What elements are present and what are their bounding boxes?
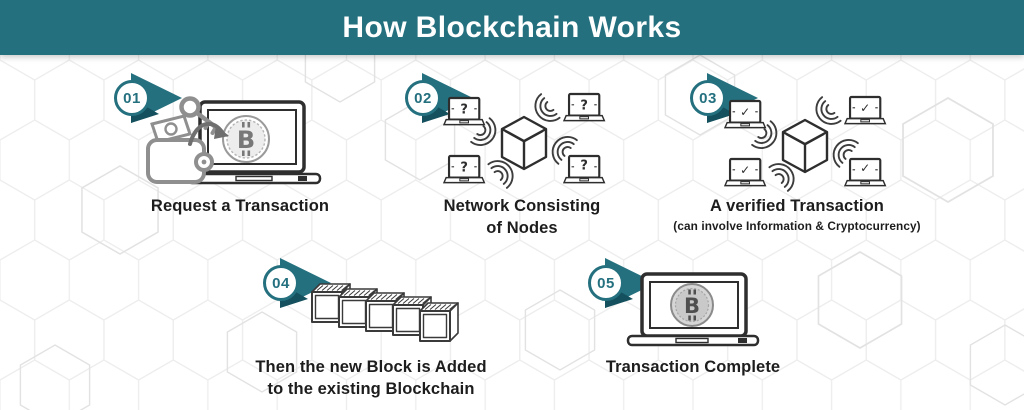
wallet-icon — [146, 138, 214, 184]
step-2-badge: 02 — [403, 72, 475, 124]
step-5-number: 05 — [588, 265, 624, 301]
step-5-caption: Transaction Complete — [605, 358, 781, 376]
step-1-badge: 01 — [112, 72, 184, 124]
bitcoin-symbol: B — [684, 294, 700, 318]
verified-network-icon: ✓ ✓ ✓ ✓ — [723, 95, 887, 192]
block-cube-icon — [419, 302, 459, 342]
wallet-key-to-laptop-bitcoin-icon: B — [146, 96, 322, 185]
bitcoin-coin-icon: B — [222, 115, 270, 163]
node-symbol: ? — [580, 158, 588, 173]
step-1-number: 01 — [114, 80, 150, 116]
step-4-badge: 04 — [261, 257, 333, 309]
node-symbol: ? — [460, 102, 468, 117]
blockchain-cubes-row-icon — [311, 283, 459, 342]
check-symbol: ✓ — [740, 163, 750, 177]
node-symbol: ? — [460, 160, 468, 175]
step-2-caption: Network Consisting of Nodes — [443, 197, 601, 237]
step-3-badge: 03 — [688, 72, 760, 124]
network-of-nodes-icon: ? ? ? ? — [442, 92, 606, 189]
bitcoin-coin-icon: B — [670, 283, 714, 327]
bitcoin-symbol: B — [237, 126, 255, 154]
step-3-subcaption: (can involve Information & Cryptocurrenc… — [673, 219, 921, 233]
laptop-bitcoin-icon: B — [626, 272, 760, 347]
step-5-badge: 05 — [586, 257, 658, 309]
check-symbol: ✓ — [860, 161, 870, 175]
node-symbol: ? — [580, 98, 588, 113]
money-bill-icon — [150, 114, 192, 144]
step-4-caption: Then the new Block is Added to the exist… — [255, 358, 487, 398]
step-1-caption: Request a Transaction — [150, 197, 330, 215]
transfer-arrow-icon — [188, 121, 229, 146]
check-symbol: ✓ — [860, 101, 870, 115]
step-3-number: 03 — [690, 80, 726, 116]
page-title: How Blockchain Works — [342, 10, 682, 44]
check-symbol: ✓ — [740, 105, 750, 119]
block-cube-icon — [781, 118, 829, 174]
step-4-number: 04 — [263, 265, 299, 301]
block-cube-icon — [500, 115, 548, 171]
step-3-caption: A verified Transaction — [710, 197, 884, 215]
step-2-number: 02 — [405, 80, 441, 116]
header-banner: How Blockchain Works — [0, 0, 1024, 55]
